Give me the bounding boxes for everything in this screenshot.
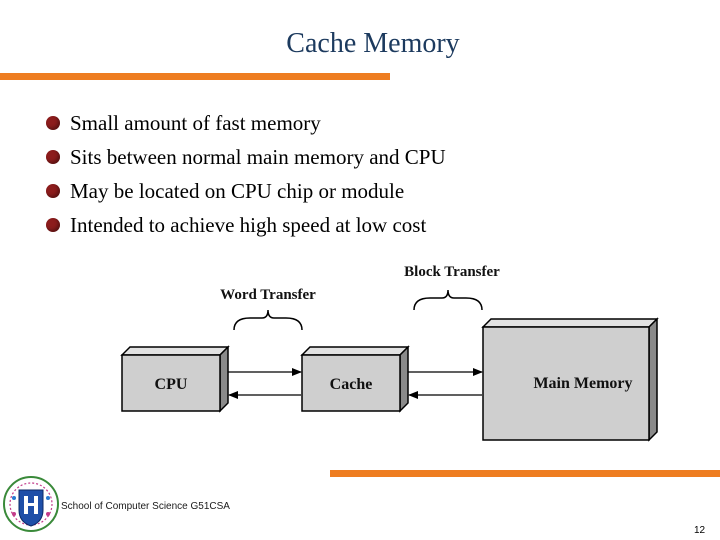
word-transfer-label: Word Transfer: [220, 287, 316, 303]
bullet-text: Sits between normal main memory and CPU: [70, 145, 446, 169]
slide-title: Cache Memory: [286, 28, 460, 59]
university-crest-icon: [3, 476, 59, 532]
bullet-text: Small amount of fast memory: [70, 111, 321, 135]
bullet-dot-icon: [46, 218, 60, 232]
bullet-list: Small amount of fast memory Sits between…: [46, 106, 446, 242]
bullet-text: May be located on CPU chip or module: [70, 179, 405, 203]
block-transfer-label: Block Transfer: [404, 264, 500, 280]
bullet-dot-icon: [46, 150, 60, 164]
main-memory-label: Main Memory: [533, 375, 632, 392]
main-memory-box: Main Memory: [481, 317, 659, 442]
bullet-item: Intended to achieve high speed at low co…: [46, 208, 446, 242]
bullet-item: Small amount of fast memory: [46, 106, 446, 140]
bullet-text: Intended to achieve high speed at low co…: [70, 213, 427, 237]
block-transfer-brace: [413, 289, 483, 311]
bullet-item: May be located on CPU chip or module: [46, 174, 446, 208]
word-transfer-brace: [233, 309, 303, 331]
cpu-label: CPU: [155, 376, 188, 393]
page-number: 12: [694, 525, 706, 536]
cpu-box: CPU: [120, 345, 230, 413]
bullet-dot-icon: [46, 184, 60, 198]
title-rule: [0, 73, 390, 80]
bullet-dot-icon: [46, 116, 60, 130]
cache-label: Cache: [330, 376, 373, 393]
footer-text: School of Computer Science G51CSA: [61, 501, 230, 512]
footer-rule: [330, 470, 720, 477]
cache-box: Cache: [300, 345, 410, 413]
bullet-item: Sits between normal main memory and CPU: [46, 140, 446, 174]
